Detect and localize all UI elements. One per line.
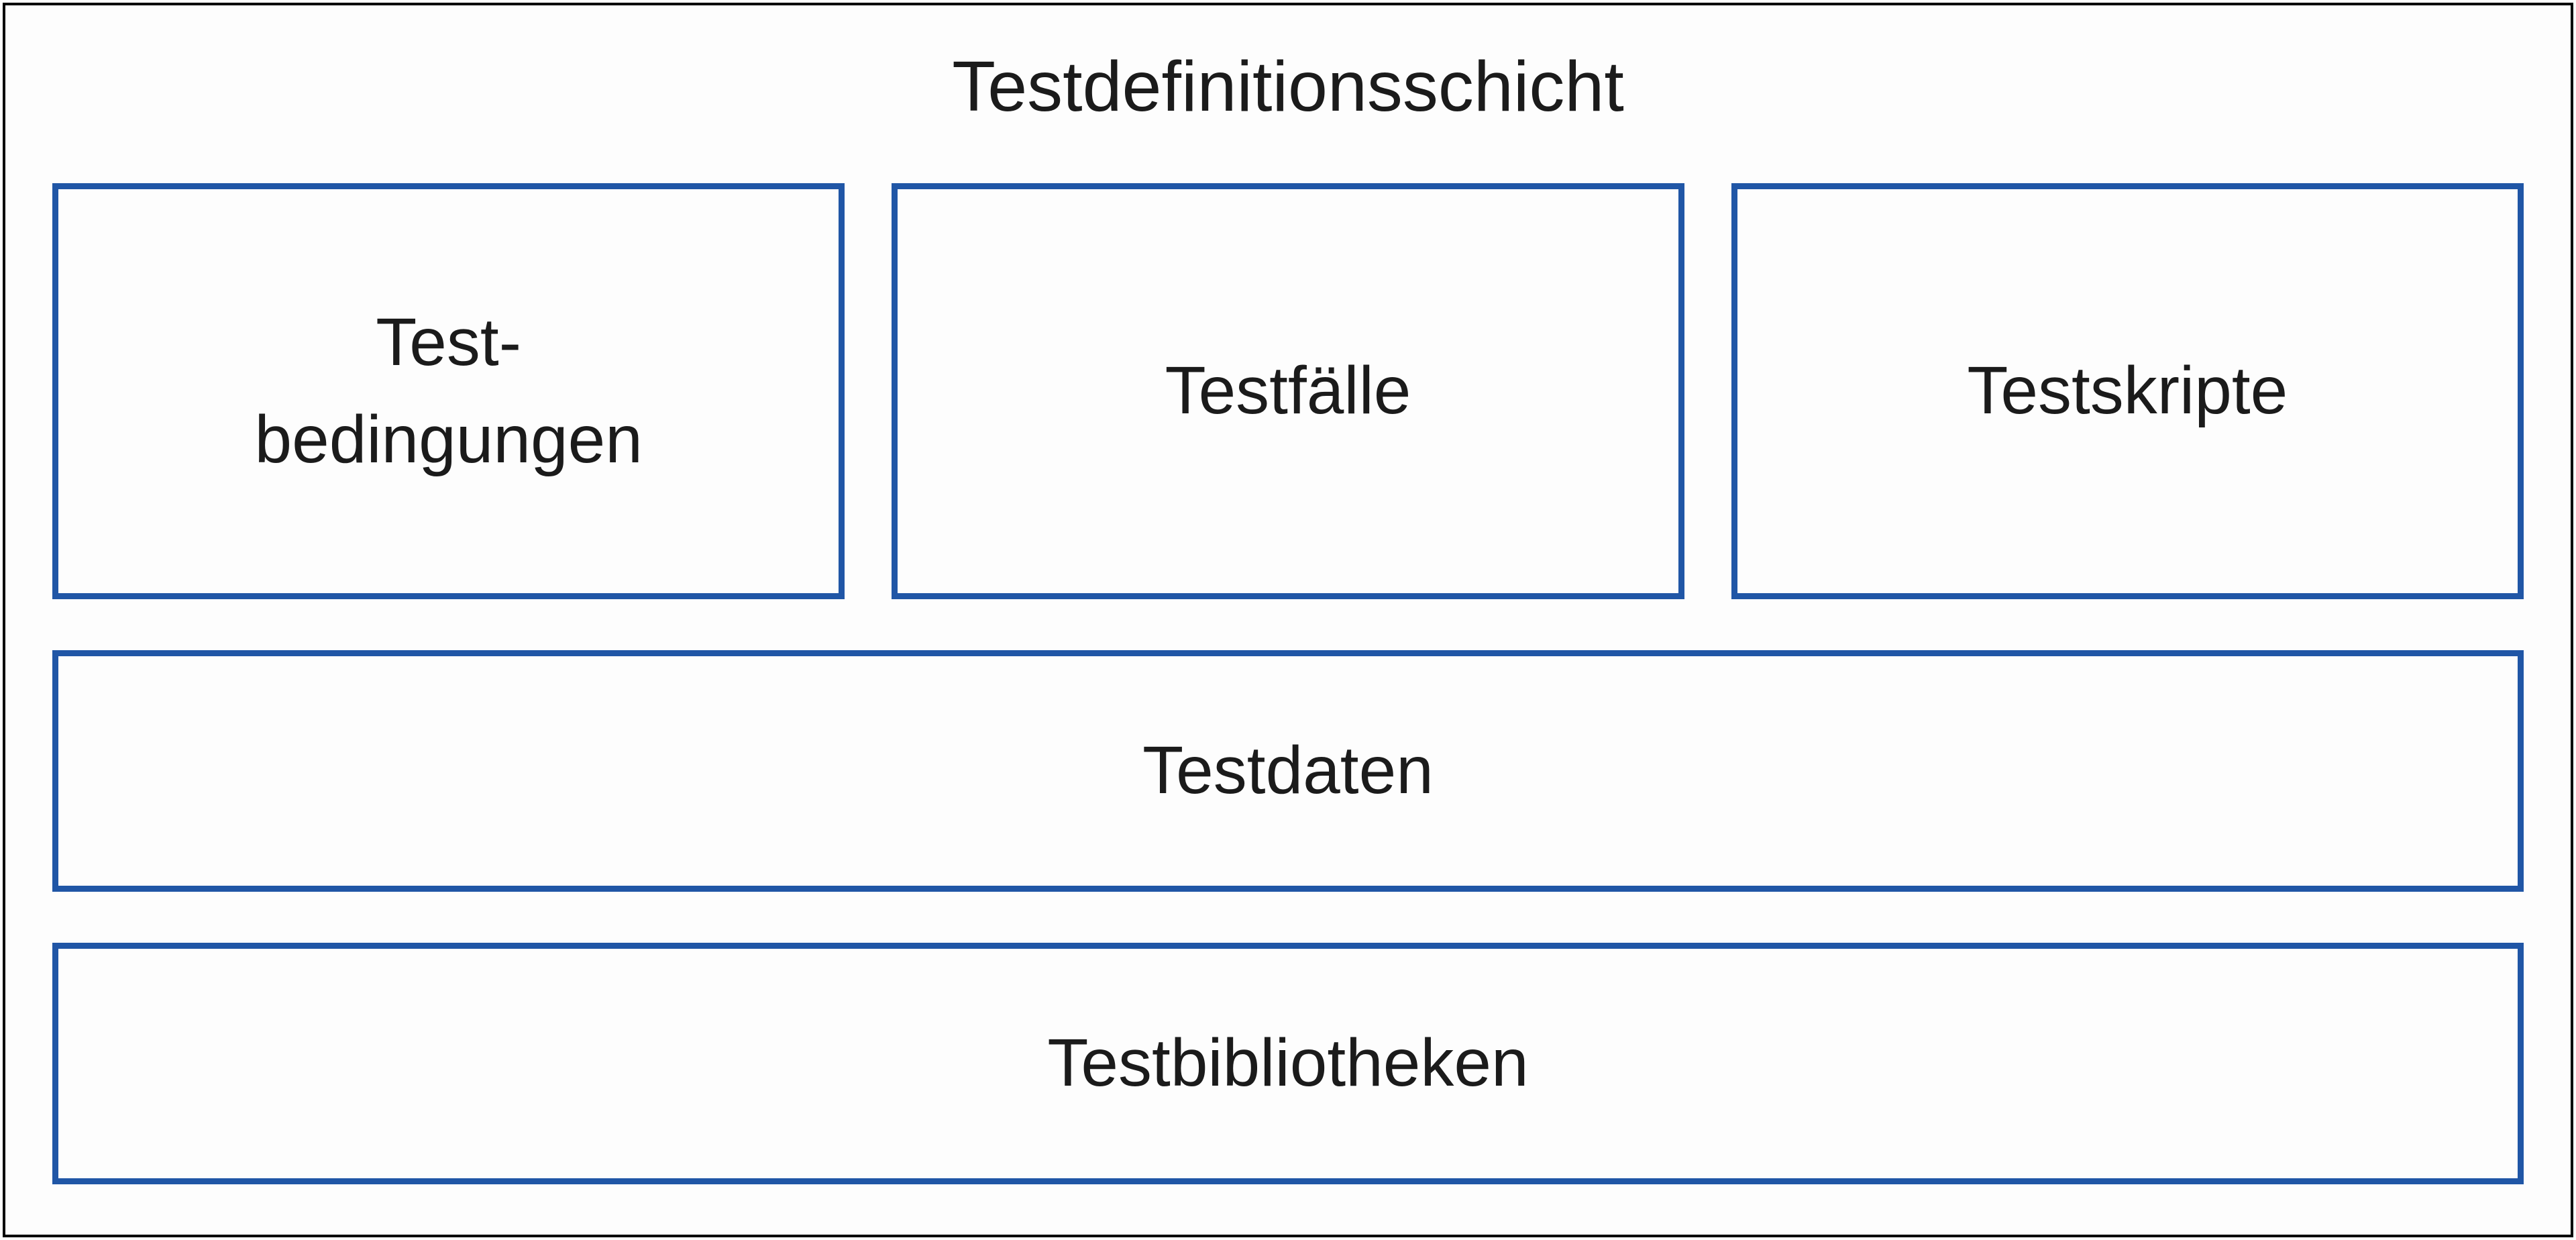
box-testbedingungen-label: Test- bedingungen (254, 304, 643, 477)
band-testdaten-label: Testdaten (1142, 733, 1434, 808)
box-testskripte: Testskripte (1731, 183, 2524, 599)
box-testbedingungen: Test- bedingungen (52, 183, 845, 599)
outer-frame: Testdefinitionsschicht Test- bedingungen… (3, 3, 2573, 1237)
diagram-content: Testdefinitionsschicht Test- bedingungen… (5, 5, 2571, 1235)
box-testskripte-label: Testskripte (1967, 353, 2288, 428)
band-testdaten: Testdaten (52, 650, 2524, 892)
box-testfaelle: Testfälle (892, 183, 1684, 599)
box-testfaelle-label: Testfälle (1165, 353, 1411, 428)
diagram-title: Testdefinitionsschicht (952, 47, 1624, 126)
band-testbibliotheken-label: Testbibliotheken (1047, 1025, 1529, 1100)
top-row: Test- bedingungen Testfälle Testskripte (52, 183, 2524, 599)
band-testbibliotheken: Testbibliotheken (52, 942, 2524, 1184)
